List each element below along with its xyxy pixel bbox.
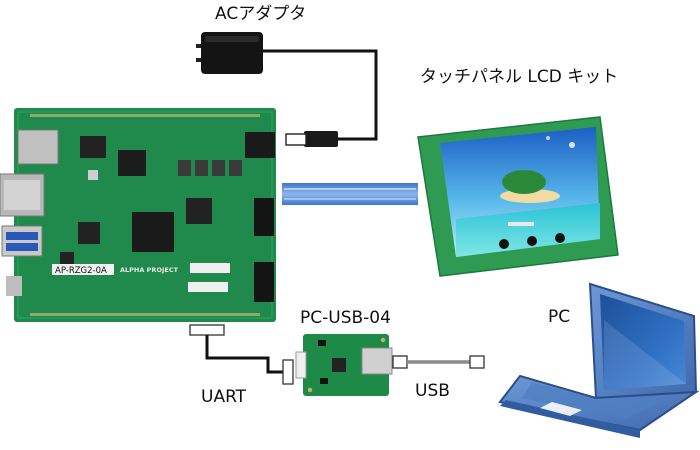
uart-cable [207, 335, 285, 372]
usb-label: USB [415, 381, 450, 401]
uart-label: UART [201, 387, 247, 407]
ac-adapter-cable [262, 51, 376, 139]
usb-serial-board-icon [296, 334, 392, 396]
pc-label: PC [548, 307, 570, 327]
usb-cable [393, 356, 484, 368]
flex-cable [282, 183, 418, 205]
laptop-icon [500, 284, 696, 438]
dc-plug-icon [286, 131, 338, 147]
pc-usb-04-label: PC-USB-04 [300, 308, 391, 328]
uart-connector [190, 325, 224, 335]
board-silk-model: AP-RZG2-0A [55, 266, 107, 276]
uart-connector-2 [283, 360, 293, 384]
pcb-board-icon: AP-RZG2-0A ALPHA PROJECT [0, 108, 276, 322]
touch-panel-lcd-kit-label: タッチパネル LCD キット [420, 67, 618, 87]
lcd-panel-icon [418, 117, 618, 276]
ac-adapter-label: ACアダプタ [215, 4, 306, 24]
power-adapter-icon [196, 32, 263, 74]
board-silk-brand: ALPHA PROJECT [120, 266, 179, 274]
